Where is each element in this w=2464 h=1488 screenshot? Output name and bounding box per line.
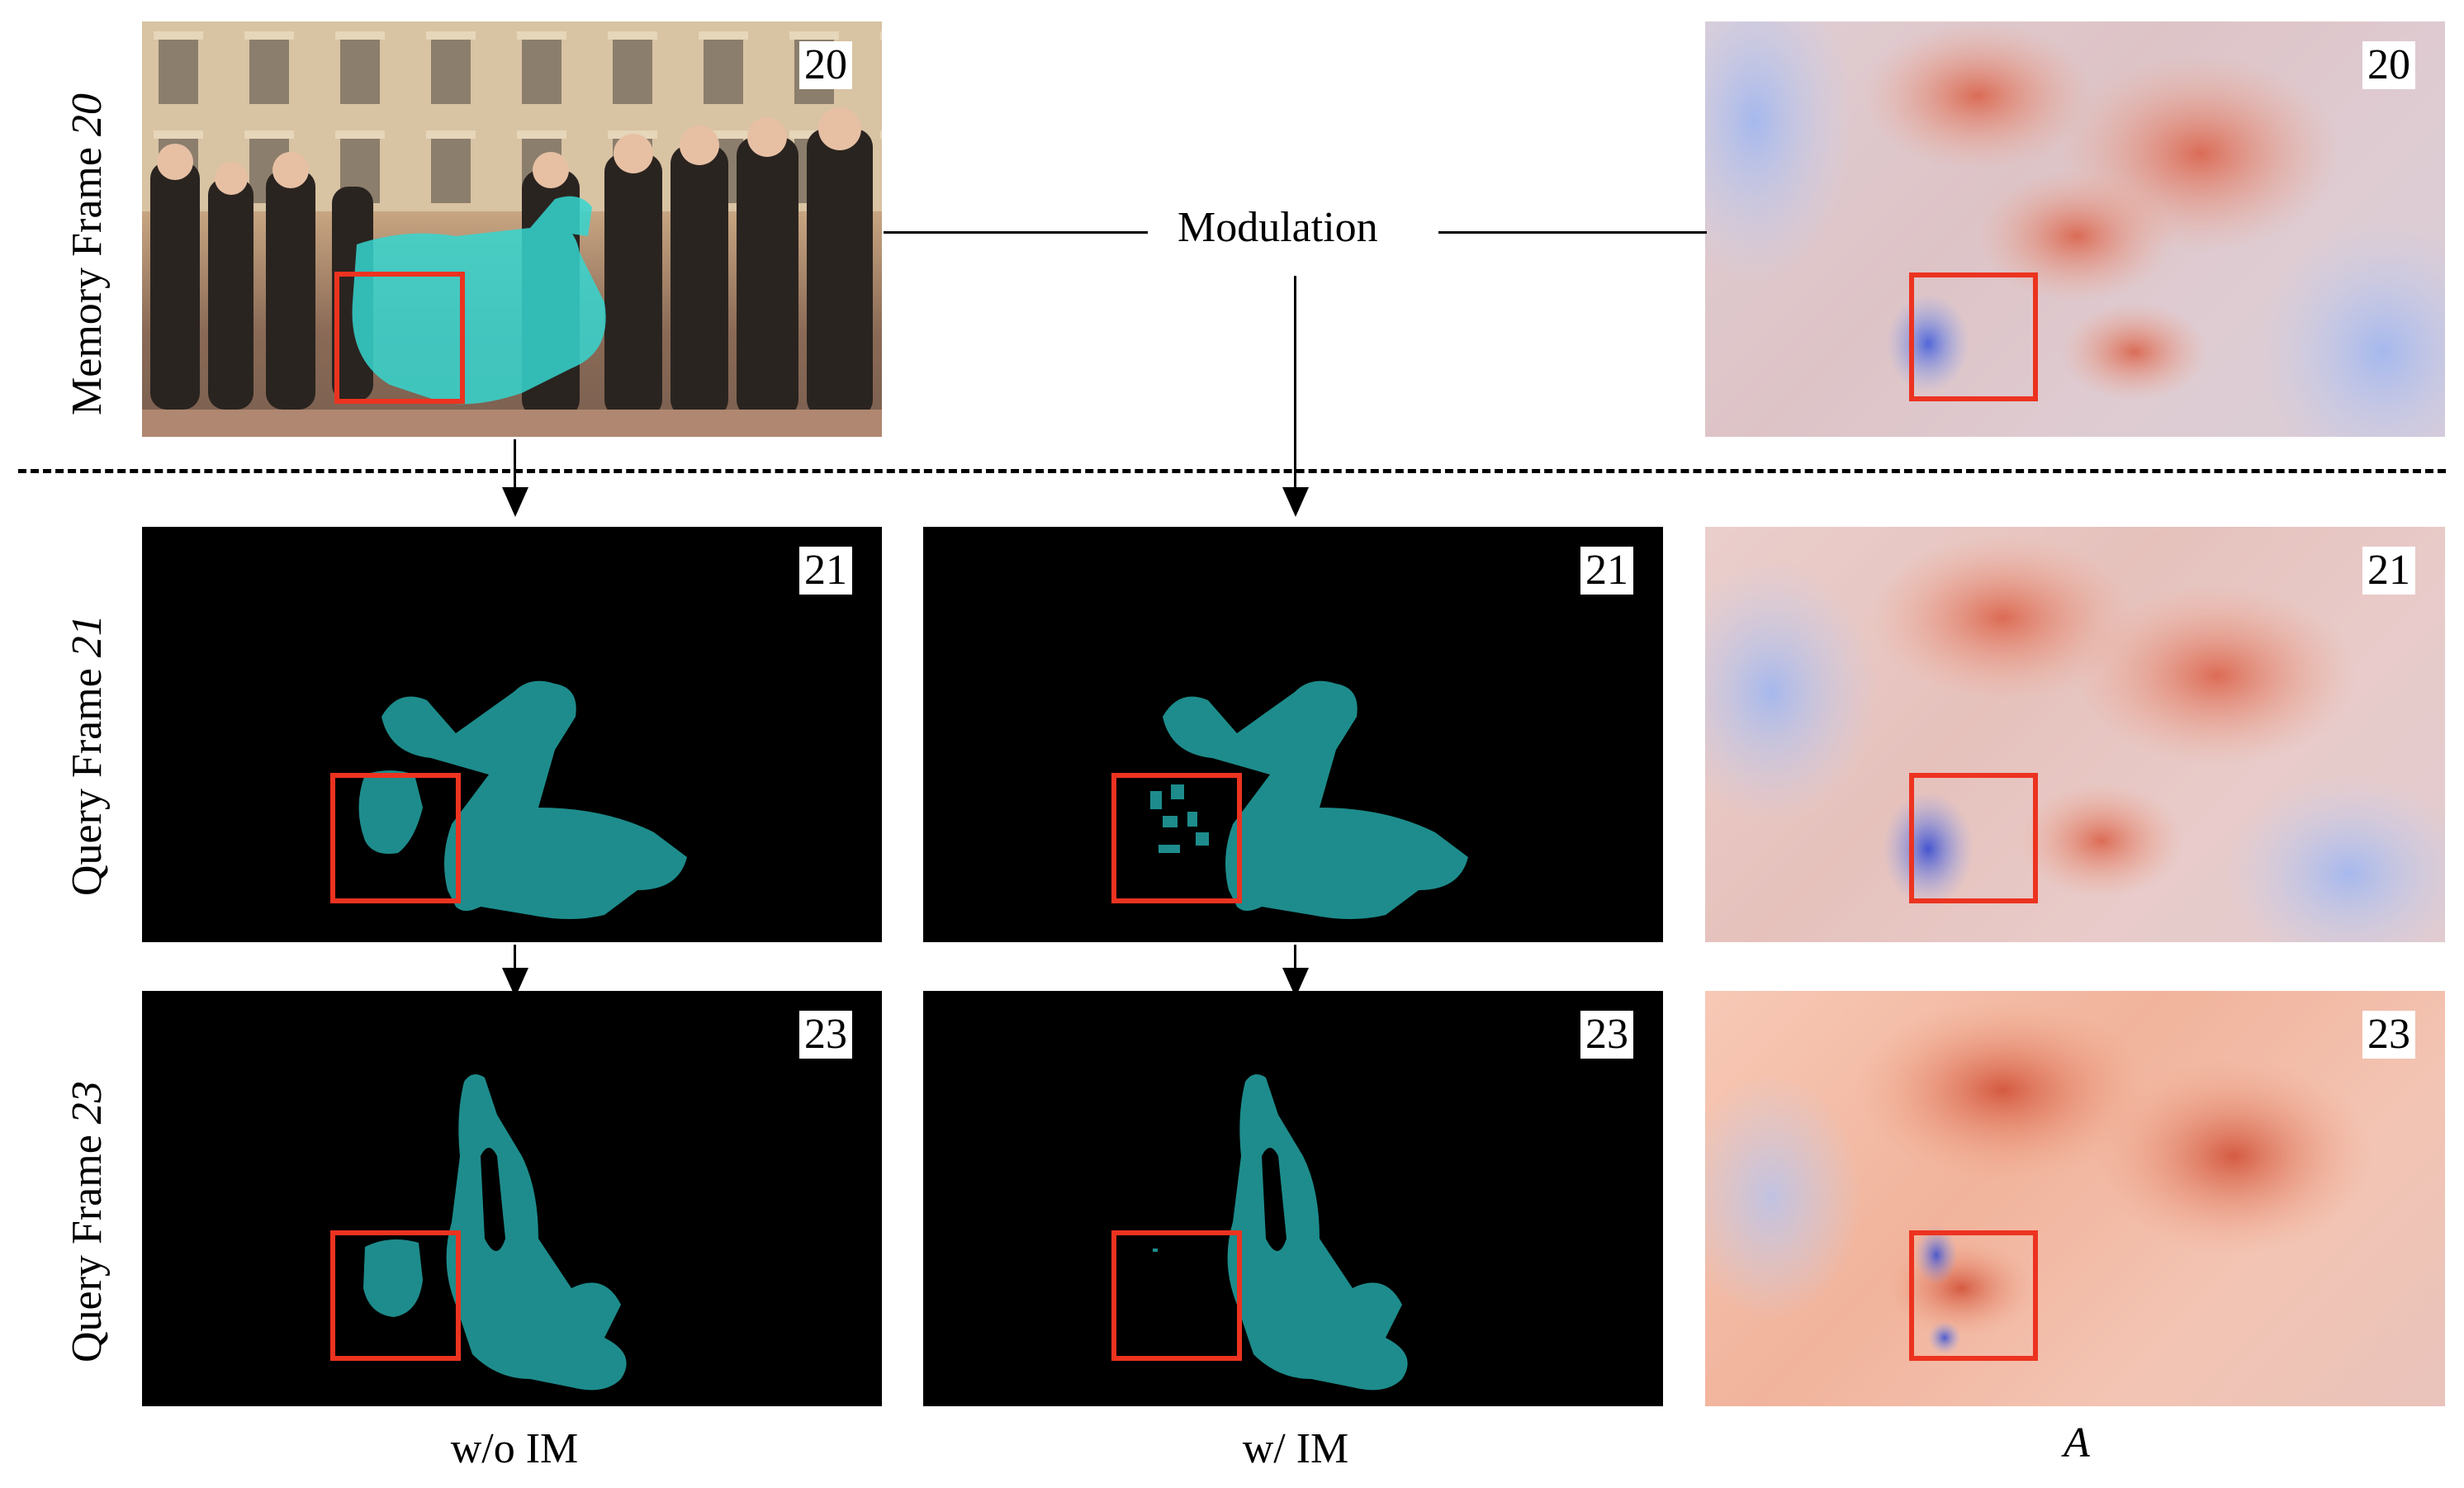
highlight-box xyxy=(1909,773,2038,903)
segmentation-mask xyxy=(1150,680,1468,919)
attention-heatmap xyxy=(1705,21,2445,437)
photo-scene xyxy=(142,21,882,437)
column-label-without-im: w/o IM xyxy=(450,1425,579,1472)
row-label-query-frame-23: Query Frame 23 xyxy=(63,1081,111,1362)
memory-attention-map: 20 xyxy=(1705,21,2445,437)
column-label-with-im: w/ IM xyxy=(1242,1425,1349,1472)
frame-arrow-shaft-left xyxy=(514,945,516,969)
memory-frame-photo: 20 xyxy=(142,21,882,437)
row-label-number: 20 xyxy=(64,93,111,137)
highlight-box xyxy=(1111,1230,1242,1361)
modulation-label: Modulation xyxy=(1169,203,1386,252)
query21-with-im: 21 xyxy=(923,527,1663,942)
row-label-number: 21 xyxy=(64,614,111,658)
frame-number-badge: 23 xyxy=(799,1011,852,1059)
frame-number-badge: 21 xyxy=(1580,547,1633,595)
highlight-box xyxy=(330,1230,461,1361)
connector-line-left xyxy=(884,231,1148,234)
frame-number-badge: 20 xyxy=(2362,41,2415,89)
row-label-query-frame-21: Query Frame 21 xyxy=(63,614,111,896)
separator-dashed-line xyxy=(18,469,2446,473)
attention-heatmap xyxy=(1705,527,2445,942)
memory-arrow-head xyxy=(502,487,528,517)
attention-heatmap xyxy=(1705,999,2374,1354)
segmentation-mask xyxy=(363,1074,627,1391)
row-label-number: 23 xyxy=(64,1081,111,1125)
frame-number-badge: 21 xyxy=(799,547,852,595)
column-label-attention: A xyxy=(2064,1419,2090,1467)
highlight-box xyxy=(334,272,465,404)
highlight-box xyxy=(1111,773,1242,903)
highlight-box xyxy=(1909,272,2038,401)
query21-attention-map: 21 xyxy=(1705,527,2445,942)
query23-with-im: 23 xyxy=(923,991,1663,1406)
modulation-arrow-shaft xyxy=(1294,276,1296,487)
memory-arrow-shaft xyxy=(514,439,516,487)
row-label-text: Query Frame xyxy=(64,1124,111,1362)
row-label-memory-frame: Memory Frame 20 xyxy=(63,93,111,415)
row-label-text: Memory Frame xyxy=(64,136,111,415)
query23-without-im: 23 xyxy=(142,991,882,1406)
query23-attention-map: 23 xyxy=(1705,991,2445,1406)
highlight-box xyxy=(330,773,461,903)
row-label-text: Query Frame xyxy=(64,657,111,896)
frame-number-badge: 21 xyxy=(2362,547,2415,595)
modulation-arrow-head xyxy=(1282,487,1309,517)
segmentation-mask xyxy=(358,680,687,919)
highlight-box xyxy=(1909,1230,2038,1361)
frame-number-badge: 20 xyxy=(799,41,852,89)
frame-arrow-shaft-middle xyxy=(1294,945,1296,969)
segmentation-mask xyxy=(1153,1074,1408,1391)
frame-number-badge: 23 xyxy=(2362,1011,2415,1059)
query21-without-im: 21 xyxy=(142,527,882,942)
frame-number-badge: 23 xyxy=(1580,1011,1633,1059)
connector-line-right xyxy=(1438,231,1707,234)
